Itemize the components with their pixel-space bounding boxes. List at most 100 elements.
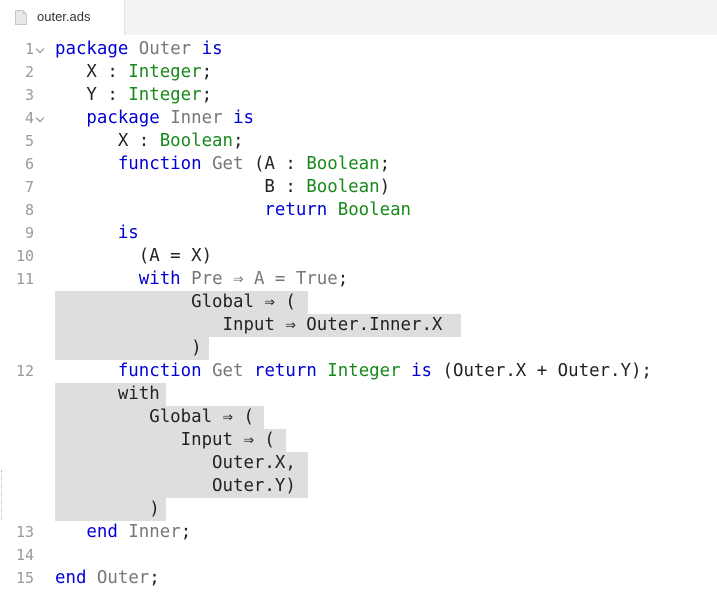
code-token: ; [233, 131, 244, 151]
code-token: Boolean [337, 200, 412, 220]
line-number: 2 [24, 63, 34, 81]
code-token: return [264, 200, 328, 220]
code-line[interactable]: function Get return Integer is (Outer.X … [55, 360, 652, 383]
virtual-text-line[interactable]: Global ⇒ ( [55, 291, 296, 314]
code-line[interactable]: is [55, 222, 139, 245]
code-token [118, 522, 128, 542]
resize-grip[interactable] [1, 470, 5, 520]
code-token: Outer.Y) [55, 476, 296, 496]
code-line[interactable]: package Inner is [55, 107, 254, 130]
code-line[interactable]: function Get (A : Boolean; [55, 153, 390, 176]
virtual-text-line[interactable]: with [55, 383, 160, 406]
virtual-text-line[interactable]: ) [55, 337, 201, 360]
virtual-text-line[interactable]: ) [55, 498, 159, 521]
code-token: Input ⇒ ( [55, 430, 275, 450]
code-token [128, 39, 138, 59]
code-line[interactable]: return Boolean [55, 199, 411, 222]
line-number: 8 [24, 201, 34, 219]
line-gutter: 9 [0, 222, 48, 245]
code-token [55, 223, 118, 243]
code-token: X : [55, 62, 129, 82]
virtual-text-band [55, 314, 461, 337]
fold-chevron-icon[interactable] [35, 113, 45, 123]
line-number: 14 [15, 546, 34, 564]
line-number: 4 [24, 109, 34, 127]
code-token: is [233, 108, 254, 128]
code-token: package [86, 108, 160, 128]
virtual-text-line[interactable]: Input ⇒ Outer.Inner.X [55, 314, 443, 337]
line-gutter [0, 452, 48, 475]
code-token: B : [55, 177, 307, 197]
code-token [401, 361, 411, 381]
code-token: function [117, 154, 202, 174]
code-line[interactable]: with Pre ⇒ A = True; [55, 268, 348, 291]
code-token [327, 200, 337, 220]
code-line[interactable]: end Inner; [55, 521, 191, 544]
code-token: end [86, 522, 118, 542]
code-token: Boolean [306, 177, 380, 197]
code-token: ; [180, 522, 192, 542]
code-token [317, 361, 327, 381]
code-token: ; [201, 62, 213, 82]
line-number: 9 [24, 224, 34, 242]
virtual-text-line[interactable]: Outer.Y) [55, 475, 296, 498]
line-gutter [0, 314, 48, 337]
code-token [55, 361, 118, 381]
code-token: ; [201, 85, 213, 105]
line-gutter [0, 291, 48, 314]
code-line[interactable]: package Outer is [55, 38, 223, 61]
tab-label: outer.ads [37, 9, 91, 24]
line-gutter [0, 337, 48, 360]
code-token [86, 568, 96, 588]
fold-chevron-icon[interactable] [35, 44, 45, 54]
code-token: (A : [243, 154, 307, 174]
virtual-text-band [55, 337, 209, 360]
line-gutter: 14 [0, 544, 48, 567]
code-token: Boolean [159, 131, 233, 151]
virtual-text-line[interactable]: Global ⇒ ( [55, 406, 254, 429]
code-token: Integer [128, 62, 202, 82]
code-token [55, 108, 86, 128]
code-token: Outer.X, [55, 453, 296, 473]
line-gutter [0, 475, 48, 498]
line-number: 15 [15, 569, 34, 587]
tab-outer-ads[interactable]: outer.ads [0, 0, 125, 35]
virtual-text-line[interactable]: Input ⇒ ( [55, 429, 275, 452]
line-gutter: 4 [0, 107, 48, 130]
line-gutter [0, 406, 48, 429]
code-token: ; [149, 568, 160, 588]
line-number: 5 [24, 132, 34, 150]
code-token [202, 154, 212, 174]
code-line[interactable]: (A = X) [55, 245, 212, 268]
code-token [202, 361, 212, 381]
code-token [181, 269, 191, 289]
code-token: Input ⇒ Outer.Inner.X [55, 315, 443, 335]
code-line[interactable]: end Outer; [55, 567, 160, 590]
code-token: Inner [170, 108, 223, 128]
code-line[interactable]: Y : Integer; [55, 84, 212, 107]
line-number: 11 [15, 270, 34, 288]
line-gutter [0, 383, 48, 406]
code-token: is [201, 39, 223, 59]
code-token [223, 108, 233, 128]
virtual-text-band [55, 383, 166, 406]
code-line[interactable]: X : Integer; [55, 61, 212, 84]
file-icon [15, 10, 27, 25]
virtual-text-band [55, 291, 308, 314]
code-token: (Outer.X + Outer.Y); [432, 361, 652, 381]
line-gutter: 2 [0, 61, 48, 84]
code-token: function [117, 361, 202, 381]
virtual-text-band [55, 429, 286, 452]
line-gutter: 12 [0, 360, 48, 383]
code-token: end [55, 568, 87, 588]
line-gutter: 3 [0, 84, 48, 107]
code-line[interactable]: B : Boolean) [55, 176, 390, 199]
code-token: X : [55, 131, 160, 151]
code-line[interactable]: X : Boolean; [55, 130, 244, 153]
line-number: 12 [15, 362, 34, 380]
virtual-text-line[interactable]: Outer.X, [55, 452, 296, 475]
code-token: Outer [138, 39, 192, 59]
line-number: 7 [24, 178, 34, 196]
code-token: Boolean [306, 154, 380, 174]
